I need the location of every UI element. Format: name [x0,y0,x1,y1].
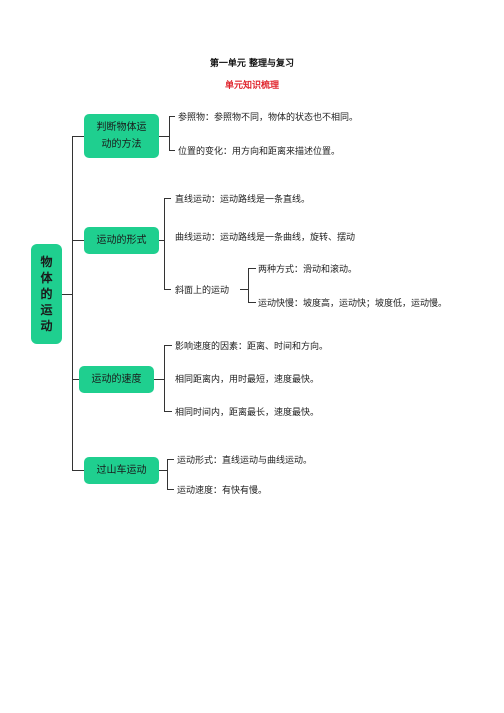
connector [72,379,79,380]
connector [159,136,169,137]
connector [72,240,84,241]
connector [240,289,248,290]
connector [62,294,72,295]
connector [154,379,164,380]
connector [164,411,172,412]
branch-roller-coaster: 过山车运动 [84,457,159,484]
connector [164,289,171,290]
branch-judging-motion: 判断物体运动的方法 [84,114,159,158]
leaf-coaster-speed: 运动速度：有快有慢。 [177,486,268,496]
connector [72,470,84,471]
connector [72,136,84,137]
connector [169,150,175,151]
leaf-two-ways: 两种方式：滑动和滚动。 [258,265,358,275]
leaf-curved-motion: 曲线运动：运动路线是一条曲线，旋转、摆动 [175,233,356,243]
branch-motion-forms: 运动的形式 [84,227,159,254]
connector [164,198,165,289]
connector [159,470,167,471]
connector [164,198,171,199]
page-title: 第一单元 整理与复习 [209,59,295,69]
connector [167,459,174,460]
leaf-reference-object: 参照物：参照物不同，物体的状态也不相同。 [178,113,359,123]
branch-motion-speed: 运动的速度 [79,366,154,393]
leaf-incline-motion: 斜面上的运动 [175,286,230,296]
leaf-position-change: 位置的变化：用方向和距离来描述位置。 [178,147,341,157]
connector [159,240,164,241]
connector [248,302,256,303]
leaf-same-distance: 相同距离内，用时最短，速度最快。 [175,375,320,385]
connector [248,268,249,302]
connector [167,489,174,490]
connector [169,116,170,150]
leaf-motion-speed-slope: 运动快慢：坡度高，运动快；坡度低，运动慢。 [258,299,448,309]
connector [164,345,165,411]
connector [169,116,175,117]
section-subtitle: 单元知识梳理 [224,81,279,91]
connector [164,345,172,346]
connector [72,136,73,471]
leaf-linear-motion: 直线运动：运动路线是一条直线。 [175,195,311,205]
leaf-speed-factors: 影响速度的因素：距离、时间和方向。 [175,342,329,352]
connector [248,268,256,269]
leaf-coaster-forms: 运动形式：直线运动与曲线运动。 [177,456,313,466]
leaf-same-time: 相同时间内，距离最长，速度最快。 [175,408,320,418]
mindmap-root: 物体的运动 [31,244,62,344]
connector [167,459,168,489]
